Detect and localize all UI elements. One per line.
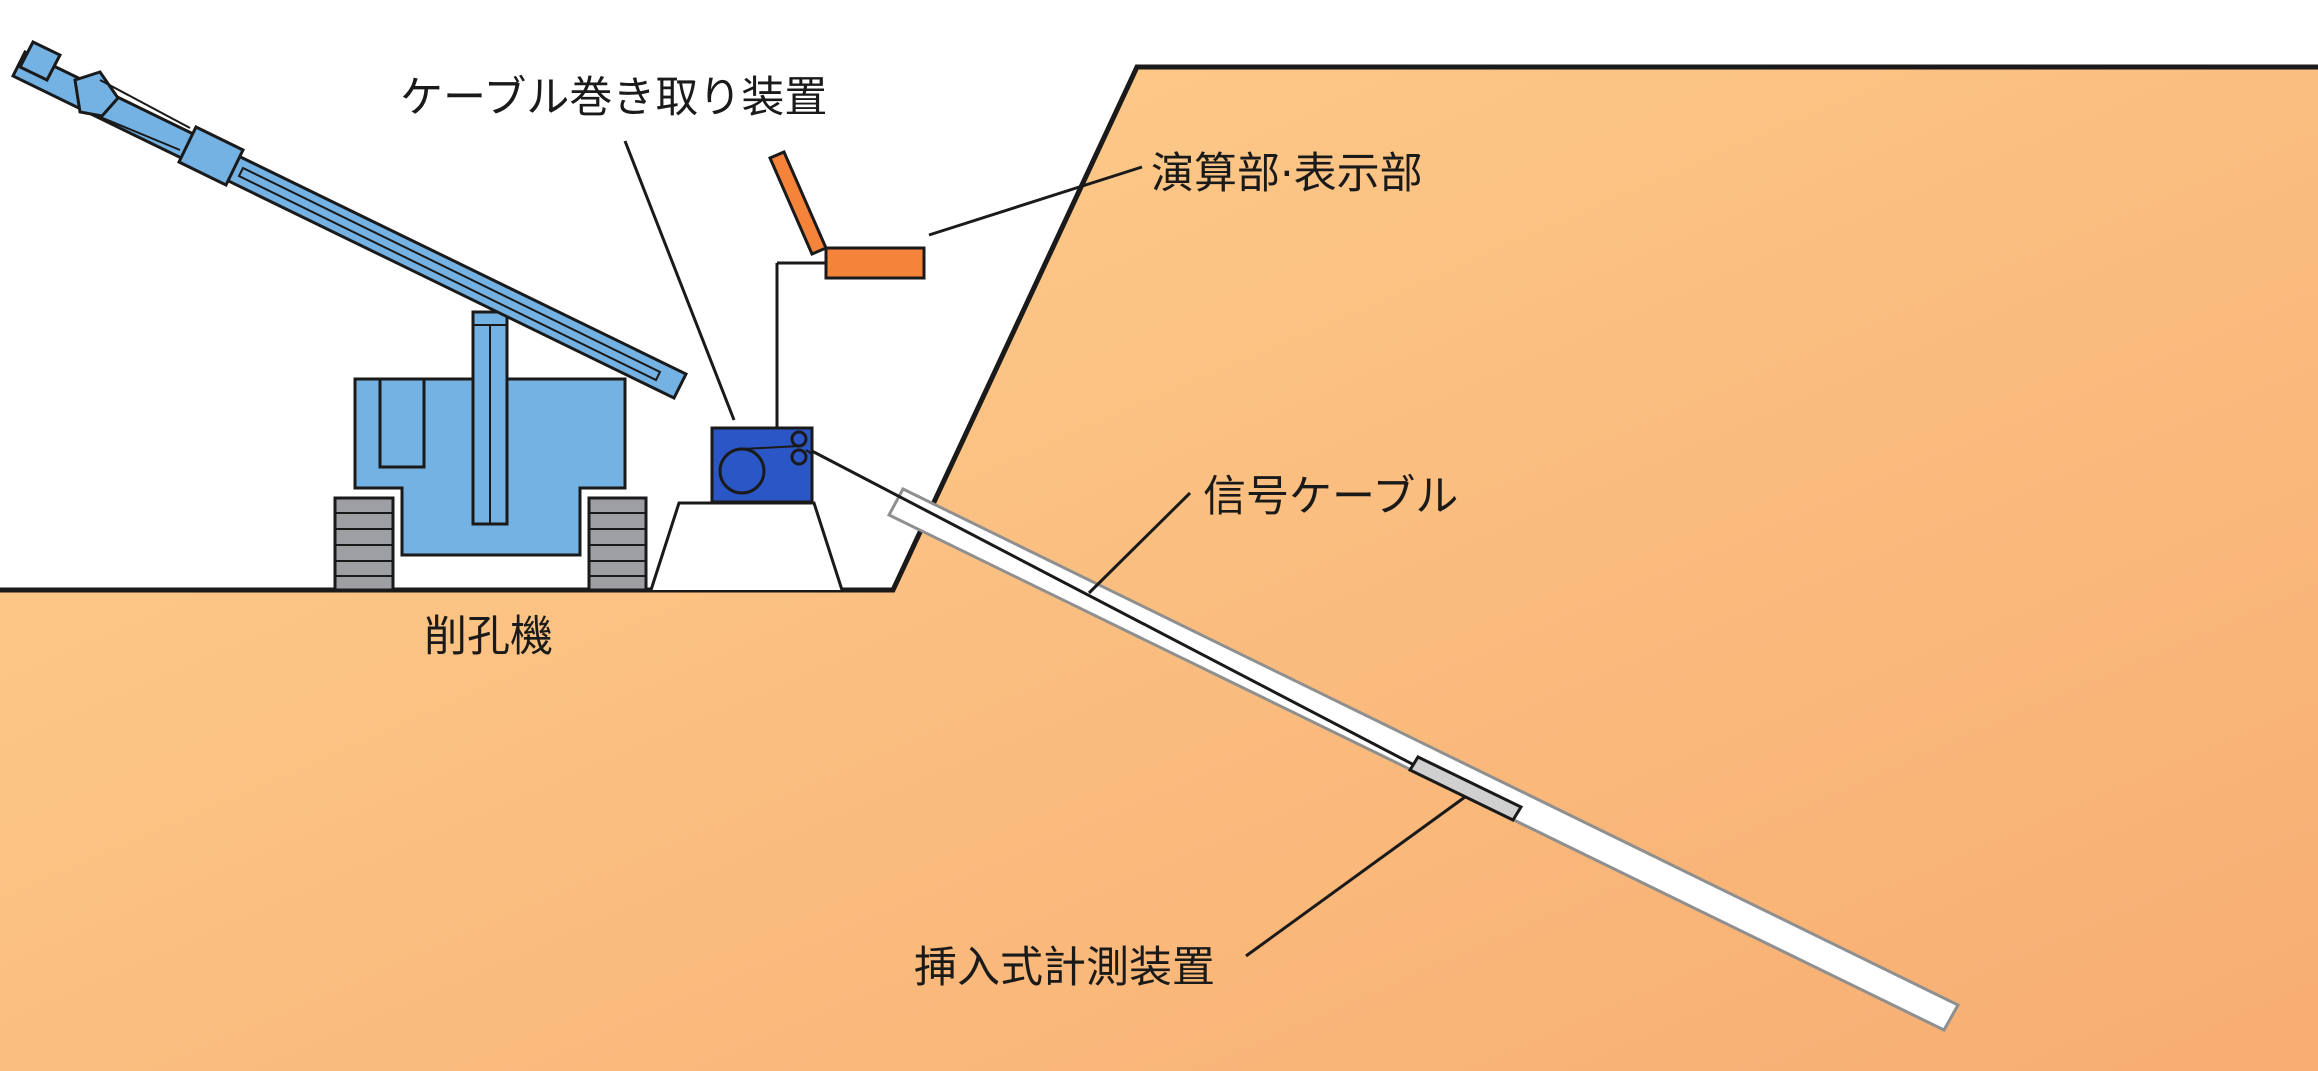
label-compute-display: 演算部·表示部	[1151, 149, 1423, 199]
winder-stand	[649, 501, 844, 591]
ground-outline	[0, 64, 2318, 593]
right-track	[587, 496, 648, 592]
label-insertion-device: 挿入式計測装置	[914, 943, 1215, 993]
insertion-device	[1407, 755, 1524, 822]
leader-cable-winder	[623, 140, 736, 421]
cable-drum	[718, 447, 766, 495]
cable-winder	[649, 426, 844, 591]
signal-cable	[809, 448, 1419, 769]
ground-slope	[0, 67, 2318, 1071]
label-cable-winder: ケーブル巻き取り装置	[400, 73, 827, 123]
leader-insertion-device	[1245, 795, 1466, 958]
drilling-machine	[10, 40, 689, 592]
guide-pulley-upper	[790, 430, 808, 448]
compute-display-unit	[768, 150, 926, 428]
display-screen	[768, 150, 828, 256]
compute-box	[824, 246, 926, 280]
label-signal-cable: 信号ケーブル	[1203, 472, 1458, 522]
leader-signal-cable	[1087, 491, 1192, 595]
drill-boom	[10, 40, 689, 400]
guide-pulley-lower	[790, 448, 808, 466]
machine-cab	[378, 377, 426, 469]
leader-compute-display	[928, 165, 1143, 237]
label-drilling-machine: 削孔機	[424, 612, 553, 662]
left-track	[333, 496, 395, 592]
